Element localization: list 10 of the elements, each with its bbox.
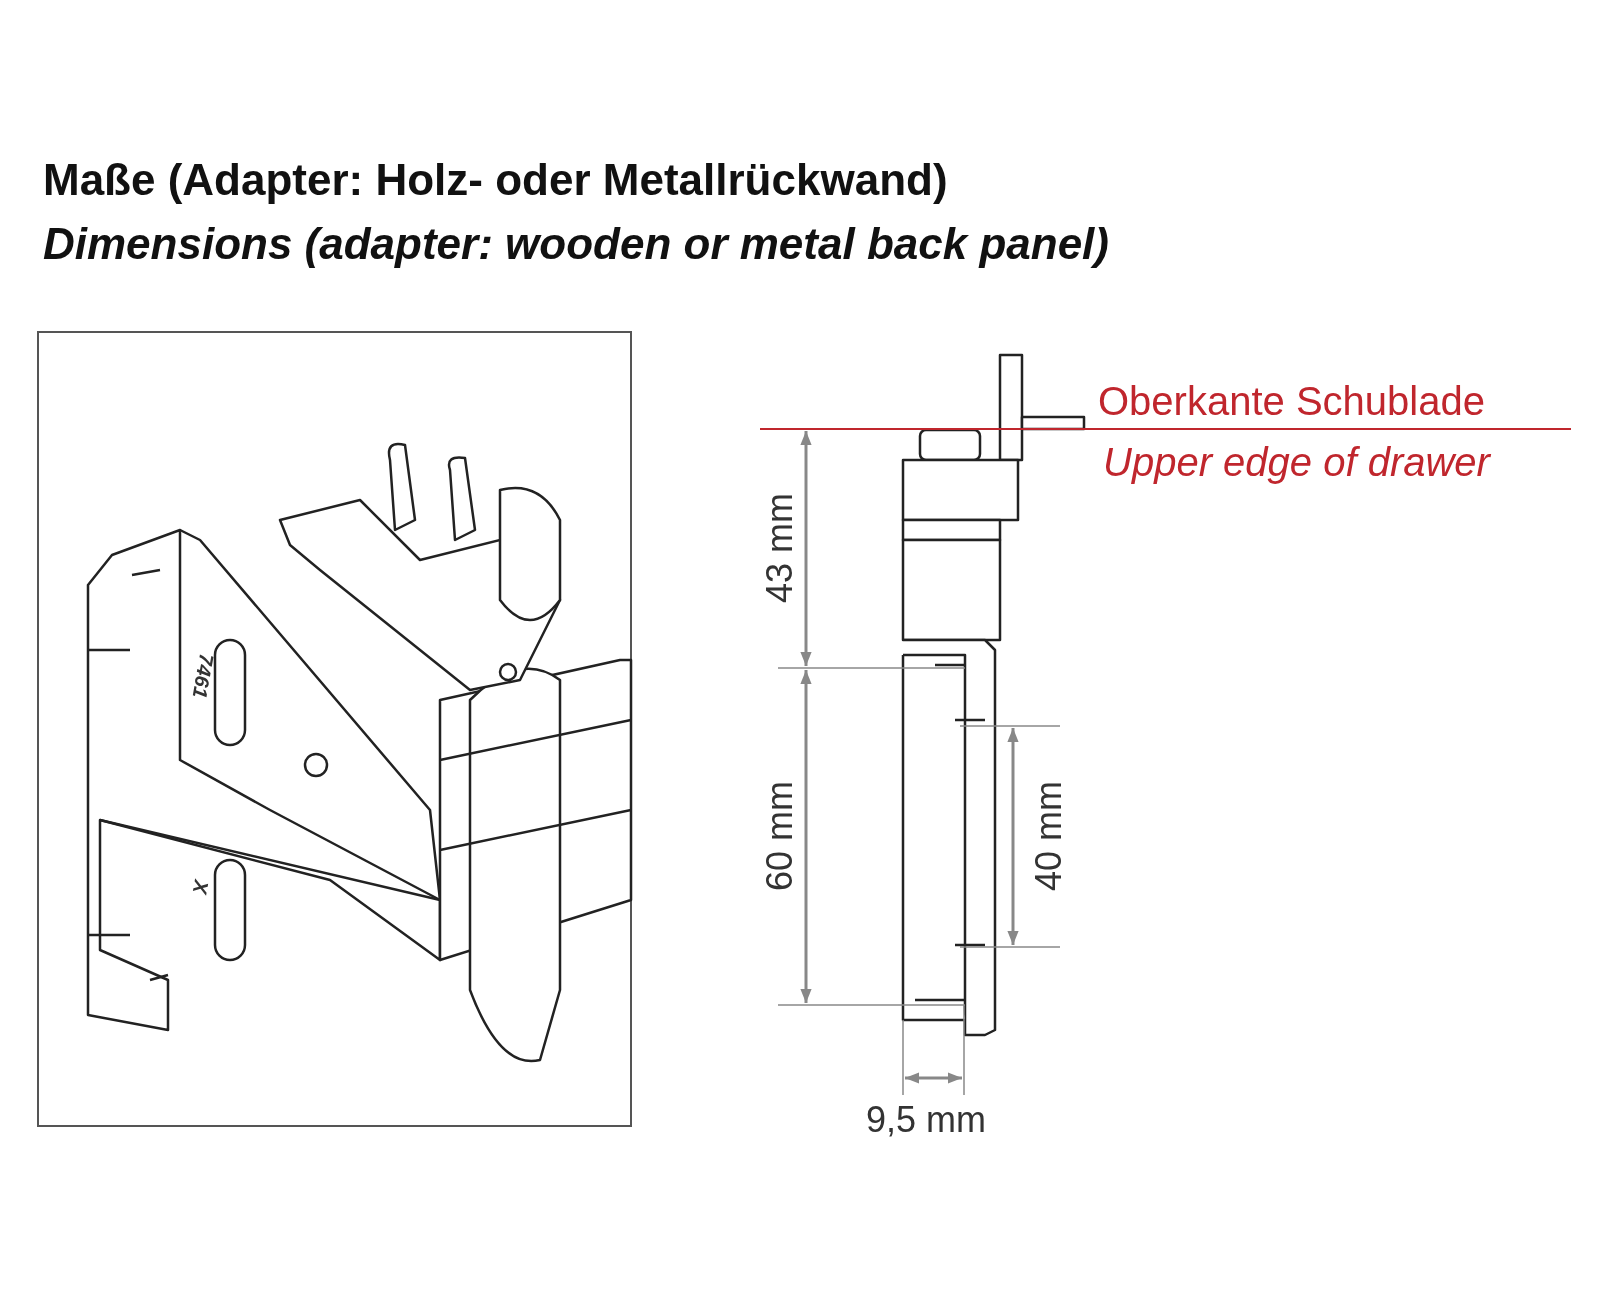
subtitle: Dimensions (adapter: wooden or metal back panel) <box>43 222 1109 266</box>
reference-line-label: Oberkante Schublade <box>1098 381 1485 421</box>
dimension-label: 43 mm <box>762 493 798 603</box>
dimension-label: 40 mm <box>1031 781 1067 891</box>
dimension-label: 60 mm <box>762 781 798 891</box>
dimension-label: 9,5 mm <box>866 1102 987 1138</box>
title: Maße (Adapter: Holz- oder Metallrückwand) <box>43 158 948 202</box>
part-marking: X <box>189 878 212 896</box>
reference-line-label: Upper edge of drawer <box>1103 442 1490 482</box>
part-marking: 7461 <box>189 652 217 700</box>
